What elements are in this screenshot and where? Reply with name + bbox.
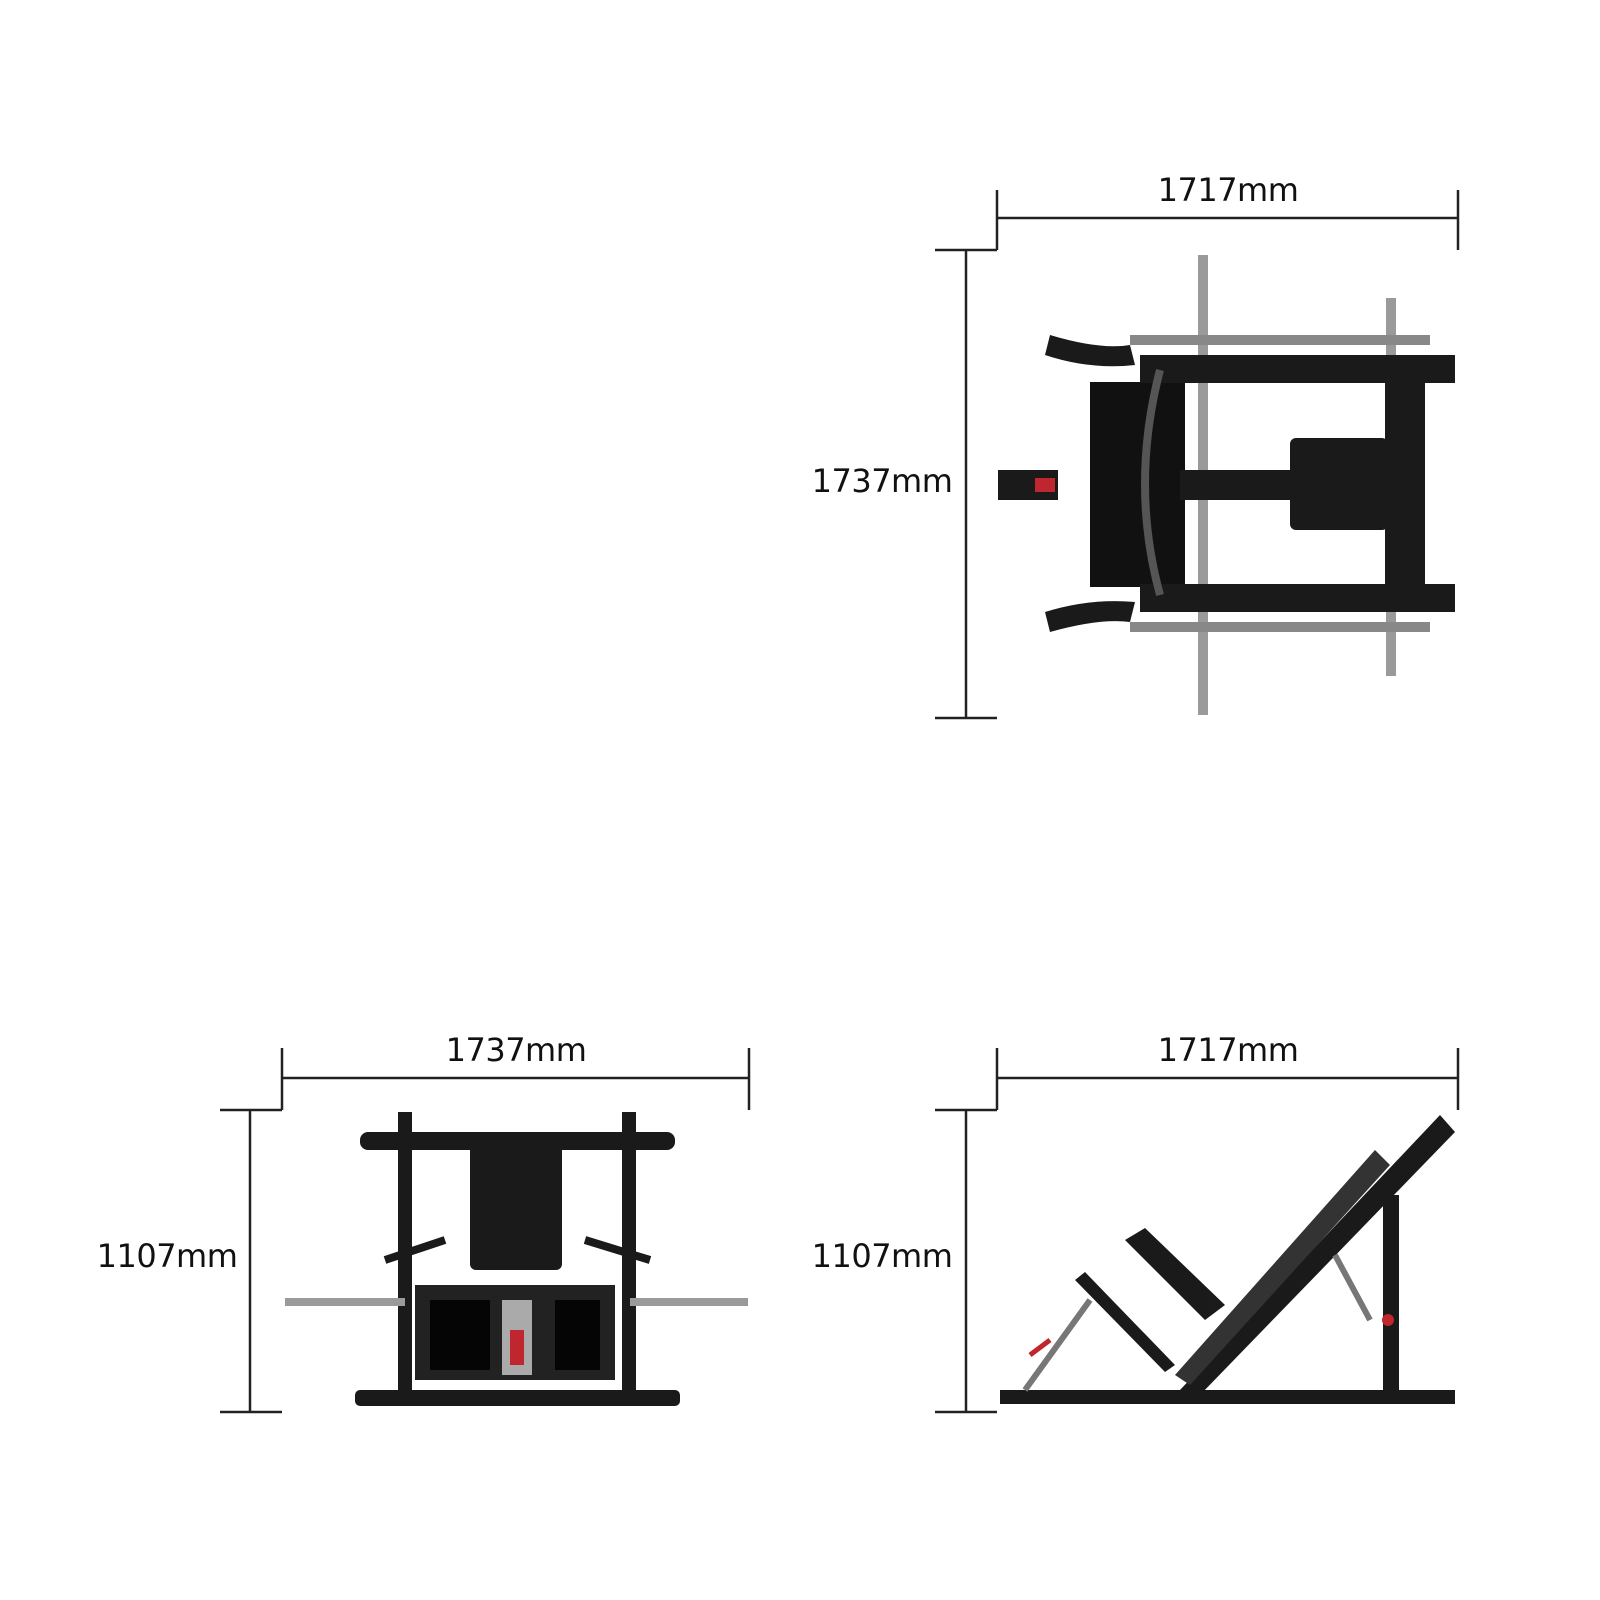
side-width-label: 1717mm xyxy=(1157,1031,1299,1069)
front-width-label: 1737mm xyxy=(445,1031,587,1069)
side-view-machine xyxy=(1000,1115,1455,1404)
front-height-label: 1107mm xyxy=(96,1237,238,1275)
side-width-dimension-line xyxy=(995,1048,1460,1110)
side-height-label: 1107mm xyxy=(811,1237,953,1275)
front-width-dimension-line xyxy=(280,1048,751,1110)
side-height-dimension-line xyxy=(935,1108,997,1414)
top-width-label: 1717mm xyxy=(1157,171,1299,209)
top-view-machine xyxy=(998,255,1455,715)
front-view-machine xyxy=(285,1112,748,1406)
top-width-dimension-line xyxy=(995,190,1460,250)
top-depth-label: 1737mm xyxy=(811,462,953,500)
dimension-lines xyxy=(220,190,1460,1414)
front-height-dimension-line xyxy=(220,1108,282,1414)
top-depth-dimension-line xyxy=(935,248,997,720)
